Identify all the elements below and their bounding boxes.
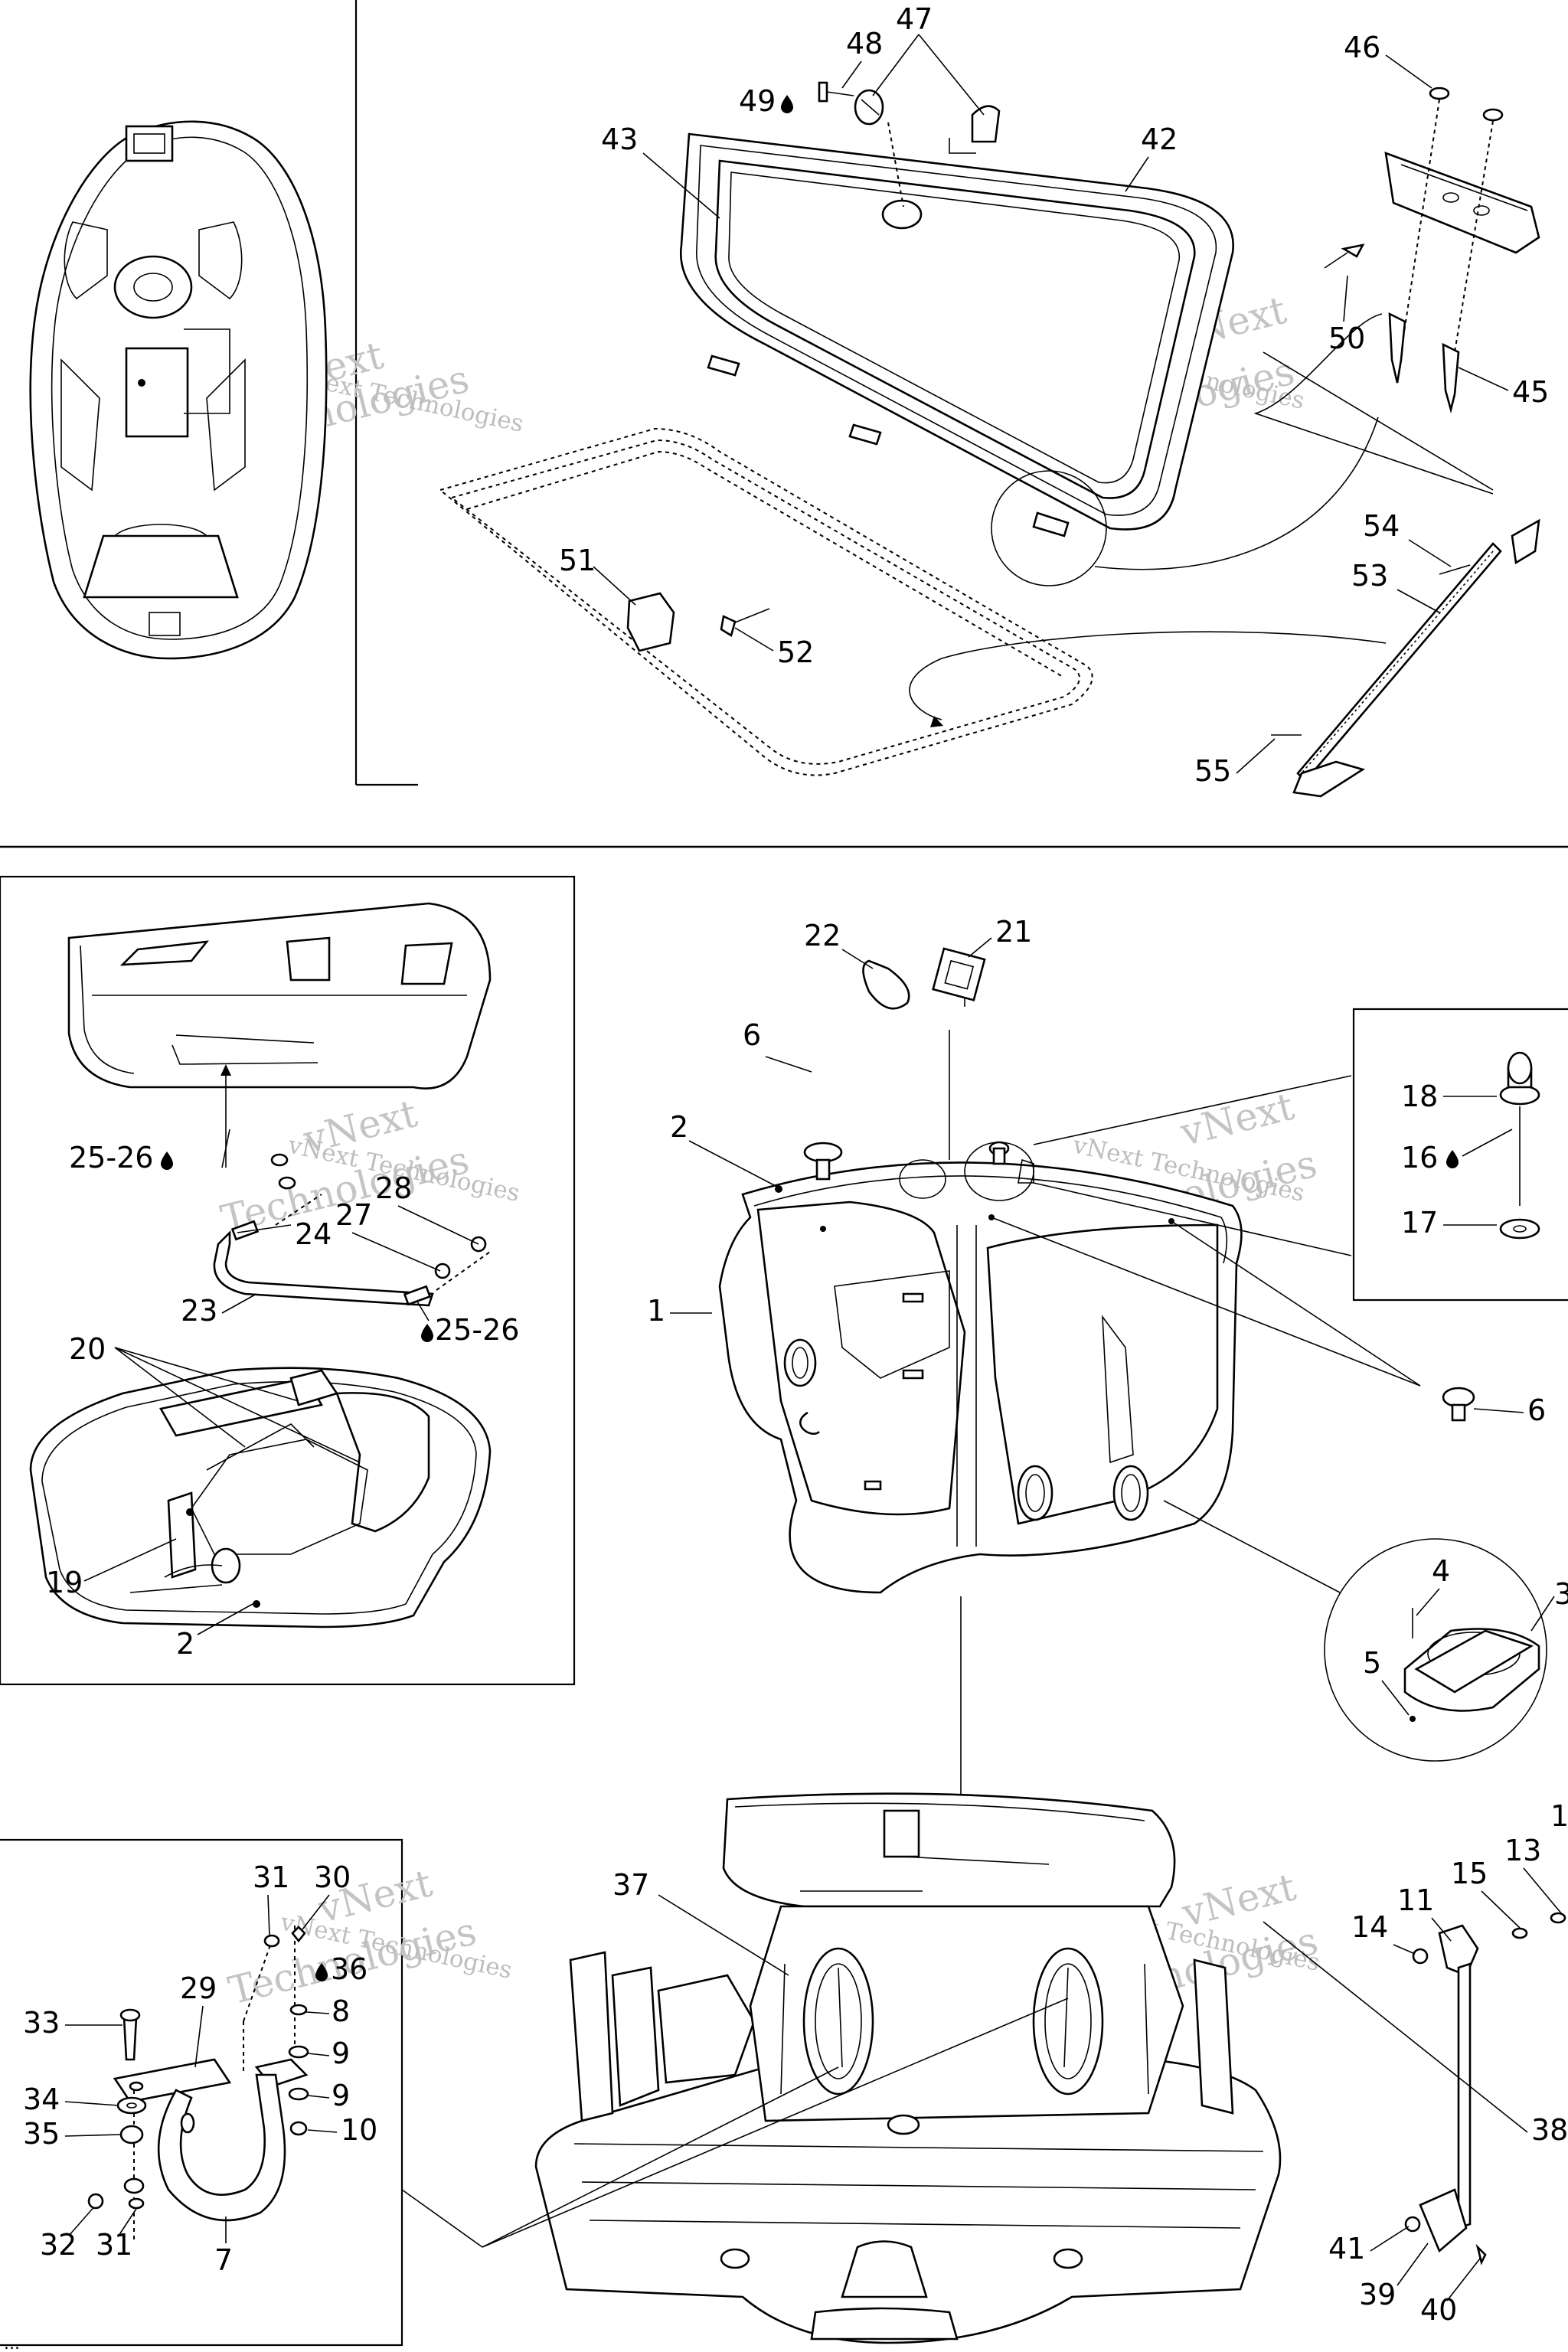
hinge-bracket-46	[1263, 87, 1540, 491]
label-28: 28	[375, 1171, 412, 1205]
label-27: 27	[335, 1198, 372, 1232]
label-9-a: 9	[332, 2037, 350, 2070]
label-42: 42	[1141, 122, 1178, 156]
rear-deck-view	[401, 1792, 1282, 2344]
label-24: 24	[295, 1217, 332, 1251]
label-5: 5	[1363, 1646, 1381, 1680]
bottom-left-labels: 31 30 36 29 33 8 9 9 10 34 35 32 31 7	[23, 1860, 377, 2277]
label-19: 19	[46, 1566, 83, 1599]
label-25-26-right: 25-26	[435, 1313, 519, 1347]
label-53: 53	[1351, 559, 1388, 593]
drain-cup-detail	[1324, 1538, 1547, 1762]
label-9-b: 9	[332, 2079, 350, 2112]
label-50: 50	[1328, 322, 1365, 355]
label-8: 8	[332, 1994, 350, 2028]
label-34: 34	[23, 2082, 60, 2116]
bracket-51	[626, 592, 770, 652]
label-41: 41	[1328, 2232, 1365, 2265]
label-39: 39	[1359, 2278, 1396, 2311]
label-13: 13	[1504, 1834, 1541, 1867]
fastener-6	[803, 1142, 1475, 1422]
label-12: 12	[1550, 1799, 1568, 1833]
label-22: 22	[804, 919, 841, 952]
label-36: 36	[331, 1952, 368, 1986]
mid-right-labels: 22 21 6 2 1 18 16 17 6 4 3 5	[647, 915, 1568, 1716]
label-49: 49	[739, 84, 776, 118]
label-30: 30	[314, 1860, 351, 1894]
small-hardware-27-28	[270, 1153, 487, 1279]
label-2-mid: 2	[670, 1110, 688, 1144]
label-6-top: 6	[743, 1018, 761, 1052]
label-40: 40	[1420, 2293, 1457, 2327]
label-31-bottom: 31	[96, 2228, 132, 2262]
label-18: 18	[1401, 1080, 1438, 1113]
label-20: 20	[69, 1332, 106, 1366]
storage-bin-assembly	[718, 980, 1421, 2006]
watermarks: vNext Technologies vNext Technologies vN…	[217, 288, 1322, 2023]
footer-code: ...	[4, 2334, 20, 2352]
drain-plug-detail	[1499, 1051, 1540, 1240]
label-37: 37	[612, 1868, 649, 1902]
top-labels: 43 48 47 49 42 46 50 45 54 53 51 52 55	[559, 2, 1549, 788]
handle-23	[213, 1194, 491, 1307]
label-52: 52	[777, 635, 814, 669]
label-6-right: 6	[1527, 1393, 1546, 1427]
label-43: 43	[601, 122, 638, 156]
label-29: 29	[180, 1971, 217, 2005]
label-17: 17	[1401, 1206, 1438, 1240]
label-45: 45	[1512, 375, 1549, 409]
label-15: 15	[1451, 1857, 1488, 1890]
hull-top-view	[29, 120, 328, 660]
label-3: 3	[1554, 1577, 1568, 1611]
grab-handle-7	[113, 1926, 309, 2239]
label-54: 54	[1363, 509, 1400, 543]
label-33: 33	[23, 2006, 60, 2040]
label-11: 11	[1397, 1883, 1434, 1917]
label-4: 4	[1432, 1554, 1450, 1588]
label-48: 48	[846, 27, 883, 60]
hinge-detail-11-15	[1404, 1912, 1566, 2265]
label-55: 55	[1194, 754, 1231, 788]
latch-47	[854, 89, 1001, 207]
screw-48	[818, 81, 854, 103]
gas-spring-53	[1271, 518, 1540, 798]
label-14: 14	[1351, 1910, 1388, 1944]
watermark-line1: vNext	[1175, 1084, 1298, 1155]
label-35: 35	[23, 2117, 60, 2151]
bottom-left-hardware	[116, 1926, 309, 2210]
label-2-left: 2	[176, 1627, 194, 1661]
label-46: 46	[1344, 31, 1380, 64]
label-38: 38	[1531, 2113, 1568, 2147]
label-47: 47	[896, 2, 933, 36]
deck-assembly	[29, 1367, 492, 1628]
label-10: 10	[341, 2113, 377, 2147]
mid-left-labels: 25-26 24 27 28 23 25-26 20 19 2	[46, 1129, 519, 1661]
label-23: 23	[181, 1294, 217, 1328]
label-31-top: 31	[253, 1860, 289, 1894]
label-25-26-left: 25-26	[69, 1141, 153, 1174]
label-16: 16	[1401, 1141, 1438, 1174]
rivets-45	[1324, 243, 1460, 414]
seat-assembly	[67, 902, 492, 1168]
label-51: 51	[559, 544, 596, 577]
label-1: 1	[647, 1294, 665, 1328]
storage-cover-assembly	[438, 132, 1494, 776]
label-7: 7	[214, 2243, 233, 2277]
clip-21-22	[862, 947, 986, 1010]
label-21: 21	[995, 915, 1032, 949]
bottom-right-labels: 37 38 12 13 15 11 14 41 39 40	[612, 1799, 1568, 2327]
